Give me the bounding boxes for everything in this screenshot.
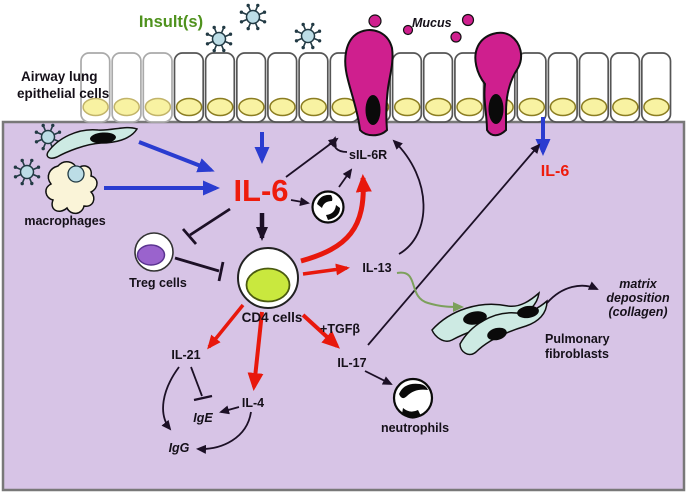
virus-icon: [239, 3, 267, 31]
arrow-il6-to-monocyte: [290, 197, 310, 207]
epithelial-cell: [578, 52, 610, 123]
il6-right-label: IL-6: [541, 163, 570, 180]
pulmonary-label-line2: fibroblasts: [545, 347, 609, 361]
il13-label: IL-13: [362, 261, 391, 275]
matrix-label-line2: deposition: [606, 291, 670, 305]
arrow-il13-to-fibroblasts: [396, 271, 464, 312]
treg-label: Treg cells: [129, 276, 187, 290]
arrow-fibroblasts-to-matrix: [546, 281, 599, 304]
arrow-il21-to-igg: [161, 366, 180, 431]
virus-icon: [13, 158, 41, 186]
arrow-il4-to-igg: [196, 411, 252, 454]
red-arrows: [207, 174, 372, 391]
inhibit-il21-ige-line: [190, 366, 203, 397]
arrow-cd4-to-sil6r: [300, 174, 372, 264]
epithelial-cell: [391, 52, 423, 123]
tgfb-label: +TGFβ: [320, 322, 360, 336]
inhibit-il6-treg-bar: [181, 228, 198, 245]
il6-main-label: IL-6: [233, 173, 288, 208]
airway-label-line2: epithelial cells: [17, 86, 109, 101]
epithelial-cell: [80, 52, 111, 123]
epithelial-cell: [547, 52, 578, 123]
arrow-cd4-to-il13: [302, 263, 350, 276]
arrow-il4-to-ige: [219, 405, 240, 415]
arrow-il17-to-neutrophils: [364, 370, 393, 385]
epithelial-cell-row: [80, 52, 672, 123]
matrix-label-line1: matrix: [619, 277, 658, 291]
il21-label: IL-21: [171, 348, 200, 362]
arrow-monocyte-to-sil6r: [338, 168, 353, 188]
mucus-droplets: [368, 13, 475, 43]
arrow-sil6r-to-epithelium: [328, 136, 348, 153]
neutrophils-label: neutrophils: [381, 421, 449, 435]
epithelial-cell: [173, 52, 205, 123]
epithelial-cell: [454, 52, 485, 123]
macrophages-label: macrophages: [24, 214, 105, 228]
virus-icon: [294, 22, 322, 50]
arrow-il13-to-goblet: [392, 139, 425, 255]
virus-icon: [205, 25, 233, 53]
cd4-cell: [237, 247, 299, 309]
inhibit-treg-cd4-line: [174, 256, 220, 273]
arrow-dendritic-to-il6: [138, 140, 215, 173]
black-arrows: [161, 136, 599, 454]
epithelial-cell: [142, 52, 173, 123]
dendritic-cell: [46, 126, 139, 159]
goblet-cells: [344, 29, 523, 137]
epithelial-cell: [204, 52, 236, 123]
goblet-left-nucleus: [365, 95, 381, 125]
epithelial-cell: [640, 52, 672, 123]
arrow-cd4-to-il17: [301, 313, 340, 349]
macrophage-cell: [45, 161, 98, 215]
virus-icon: [34, 123, 62, 151]
epithelial-cell: [609, 52, 641, 123]
igg-label: IgG: [169, 441, 190, 455]
arrow-cd4-to-il4: [247, 311, 264, 391]
goblet-right-nucleus: [488, 94, 504, 124]
inhibit-treg-cd4-bar: [217, 261, 225, 282]
il4-label: IL-4: [242, 396, 264, 410]
epithelial-cell: [111, 52, 142, 123]
inhibit-il6-treg-line: [189, 207, 231, 237]
mucus-droplet: [450, 31, 462, 43]
arrow-il17-to-epithelium: [367, 143, 541, 346]
mucus-droplet: [461, 13, 475, 27]
monocyte-cell: [311, 190, 345, 224]
ige-label: IgE: [193, 411, 213, 425]
treg-cell: [134, 232, 174, 272]
cd4-label: CD4 cells: [242, 310, 303, 325]
airway-label-line1: Airway lung: [21, 69, 98, 84]
mucus-droplet: [368, 14, 382, 28]
blue-arrows: [104, 117, 551, 196]
epithelial-cell: [298, 52, 329, 123]
matrix-label-line3: (collagen): [608, 305, 667, 319]
epithelial-cell: [235, 52, 267, 123]
inhibit-il21-ige-bar: [193, 394, 213, 402]
goblet-cell-right: [474, 31, 523, 137]
epithelial-cell: [516, 52, 547, 123]
insult-label: Insult(s): [139, 13, 203, 31]
tissue-background: [1, 120, 686, 492]
mucus-label: Mucus: [412, 16, 452, 30]
arrow-cd4-to-il21: [207, 303, 245, 350]
virus-icons: [13, 3, 322, 186]
sil6r-label: sIL-6R: [349, 148, 387, 162]
fibroblast-cells: [431, 291, 548, 356]
goblet-cell-left: [344, 29, 394, 137]
neutrophil-cell: [392, 377, 434, 419]
pulmonary-label-line1: Pulmonary: [545, 332, 610, 346]
epithelial-cell: [267, 52, 298, 123]
il17-label: IL-17: [337, 356, 366, 370]
epithelial-cell: [422, 52, 454, 123]
mucus-droplet: [402, 24, 414, 36]
